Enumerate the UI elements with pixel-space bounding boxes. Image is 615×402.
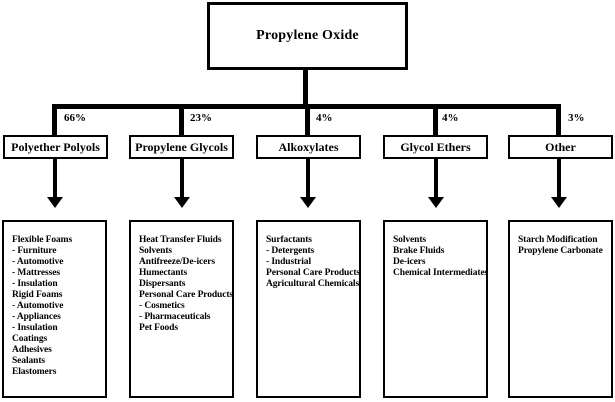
branch-percent: 23% [190,112,212,124]
propylene-oxide-box: Propylene Oxide [207,2,408,70]
down-arrow-icon [428,197,444,208]
branch-items-list: Flexible Foams- Furniture- Automotive- M… [4,222,105,378]
list-line: - Automotive [12,301,64,311]
list-line: Starch Modification [518,235,598,245]
list-line: Personal Care Products [139,290,234,300]
list-line: - Furniture [12,246,57,256]
list-line: Sealants [12,356,45,366]
branch-percent: 3% [568,112,585,124]
connector-drop [556,104,561,137]
list-line: Adhesives [12,345,52,355]
list-line: Solvents [393,235,426,245]
list-line: - Detergents [266,246,315,256]
down-arrow-stem [557,159,561,198]
down-arrow-icon [300,197,316,208]
list-line: - Pharmaceuticals [139,312,211,322]
list-line: Antifreeze/De-icers [139,257,215,267]
list-line: Chemical Intermediates [393,268,489,278]
connector-drop [52,104,57,137]
list-line: - Appliances [12,312,61,322]
down-arrow-icon [174,197,190,208]
list-line: Agricultural Chemicals [266,279,360,289]
connector-drop [179,104,184,137]
list-line: Personal Care Products [266,268,361,278]
down-arrow-stem [434,159,438,198]
branch-label-box: Glycol Ethers [383,135,488,159]
trunk-line [303,70,308,104]
list-line: Solvents [139,246,172,256]
down-arrow-stem [306,159,310,198]
down-arrow-icon [551,197,567,208]
list-line: - Automotive [12,257,64,267]
branch-items-box: Flexible Foams- Furniture- Automotive- M… [2,220,107,398]
list-line: - Industrial [266,257,311,267]
branch-percent: 4% [316,112,333,124]
list-line: - Mattresses [12,268,60,278]
down-arrow-icon [47,197,63,208]
list-line: - Insulation [12,279,58,289]
branch-percent: 4% [442,112,459,124]
list-line: Flexible Foams [12,235,73,245]
down-arrow-stem [180,159,184,198]
list-line: - Insulation [12,323,58,333]
branch-label-box: Other [508,135,613,159]
connector-drop [433,104,438,137]
list-line: Heat Transfer Fluids [139,235,222,245]
list-line: Coatings [12,334,48,344]
flowchart-title: Propylene Oxide [256,28,359,43]
branch-label-box: Alkoxylates [256,135,361,159]
connector-drop [305,104,310,137]
list-line: Rigid Foams [12,290,63,300]
branch-label-box: Polyether Polyols [3,135,108,159]
branch-label-box: Propylene Glycols [129,135,234,159]
branch-percent: 66% [64,112,86,124]
list-line: Humectants [139,268,188,278]
list-line: - Cosmetics [139,301,185,311]
list-line: Brake Fluids [393,246,445,256]
list-line: De-icers [393,257,426,267]
list-line: Propylene Carbonate [518,246,603,256]
list-line: Surfactants [266,235,312,245]
list-line: Dispersants [139,279,186,289]
list-line: Pet Foods [139,323,178,333]
down-arrow-stem [53,159,57,198]
list-line: Elastomers [12,367,57,377]
